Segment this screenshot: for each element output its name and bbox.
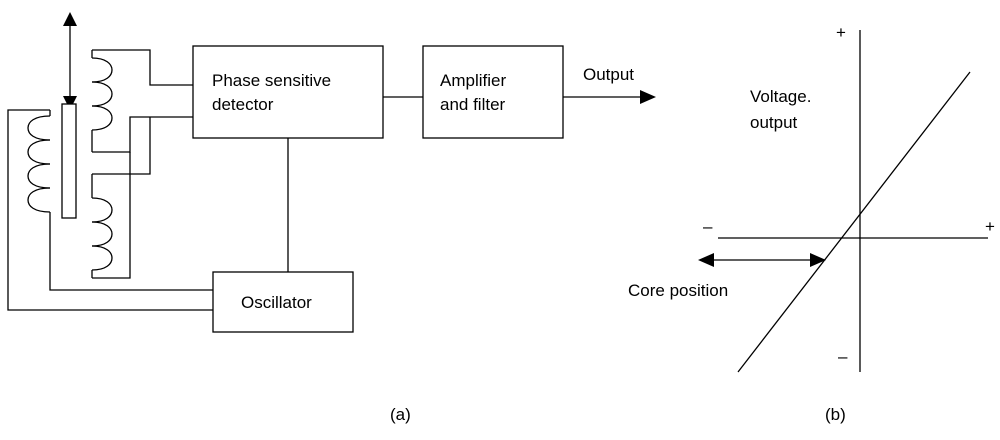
voltage-label-line2: output <box>750 113 798 132</box>
wire-upper-return <box>92 116 193 153</box>
wire-primary-to-oscillator-2 <box>49 218 213 291</box>
phase-sensitive-detector-block <box>192 45 384 139</box>
wire-lower-return <box>92 152 131 279</box>
primary-coil <box>27 110 51 218</box>
lvdt-block-diagram: Phase sensitive detector Amplifier and f… <box>7 12 656 424</box>
voltage-label-line1: Voltage. <box>750 87 811 106</box>
movable-core <box>61 103 77 219</box>
y-minus-label: – <box>838 347 848 366</box>
amplifier-label-line2: and filter <box>440 95 506 114</box>
x-plus-label: + <box>985 217 995 236</box>
core-movement-arrow <box>63 12 77 110</box>
output-label: Output <box>583 65 634 84</box>
wire-upper-to-psd <box>92 49 193 86</box>
output-arrow-icon <box>640 90 656 104</box>
psd-label-line1: Phase sensitive <box>212 71 331 90</box>
core-position-arrow-icon <box>698 253 826 267</box>
output-characteristic-graph: + – – + Voltage. output Core position (b… <box>628 23 995 424</box>
caption-b: (b) <box>825 405 846 424</box>
oscillator-label: Oscillator <box>241 293 312 312</box>
secondary-coil-upper <box>91 50 113 152</box>
caption-a: (a) <box>390 405 411 424</box>
secondary-coil-lower <box>91 174 113 278</box>
core-position-label: Core position <box>628 281 728 300</box>
wire-lower-to-psd <box>92 117 151 175</box>
x-minus-label: – <box>703 217 713 236</box>
y-plus-label: + <box>836 23 846 42</box>
oscillator-block <box>212 271 354 333</box>
amplifier-label-line1: Amplifier <box>440 71 506 90</box>
amplifier-filter-block <box>422 45 564 139</box>
wire-primary-to-oscillator-1 <box>7 109 213 311</box>
characteristic-line <box>737 71 971 373</box>
psd-label-line2: detector <box>212 95 274 114</box>
